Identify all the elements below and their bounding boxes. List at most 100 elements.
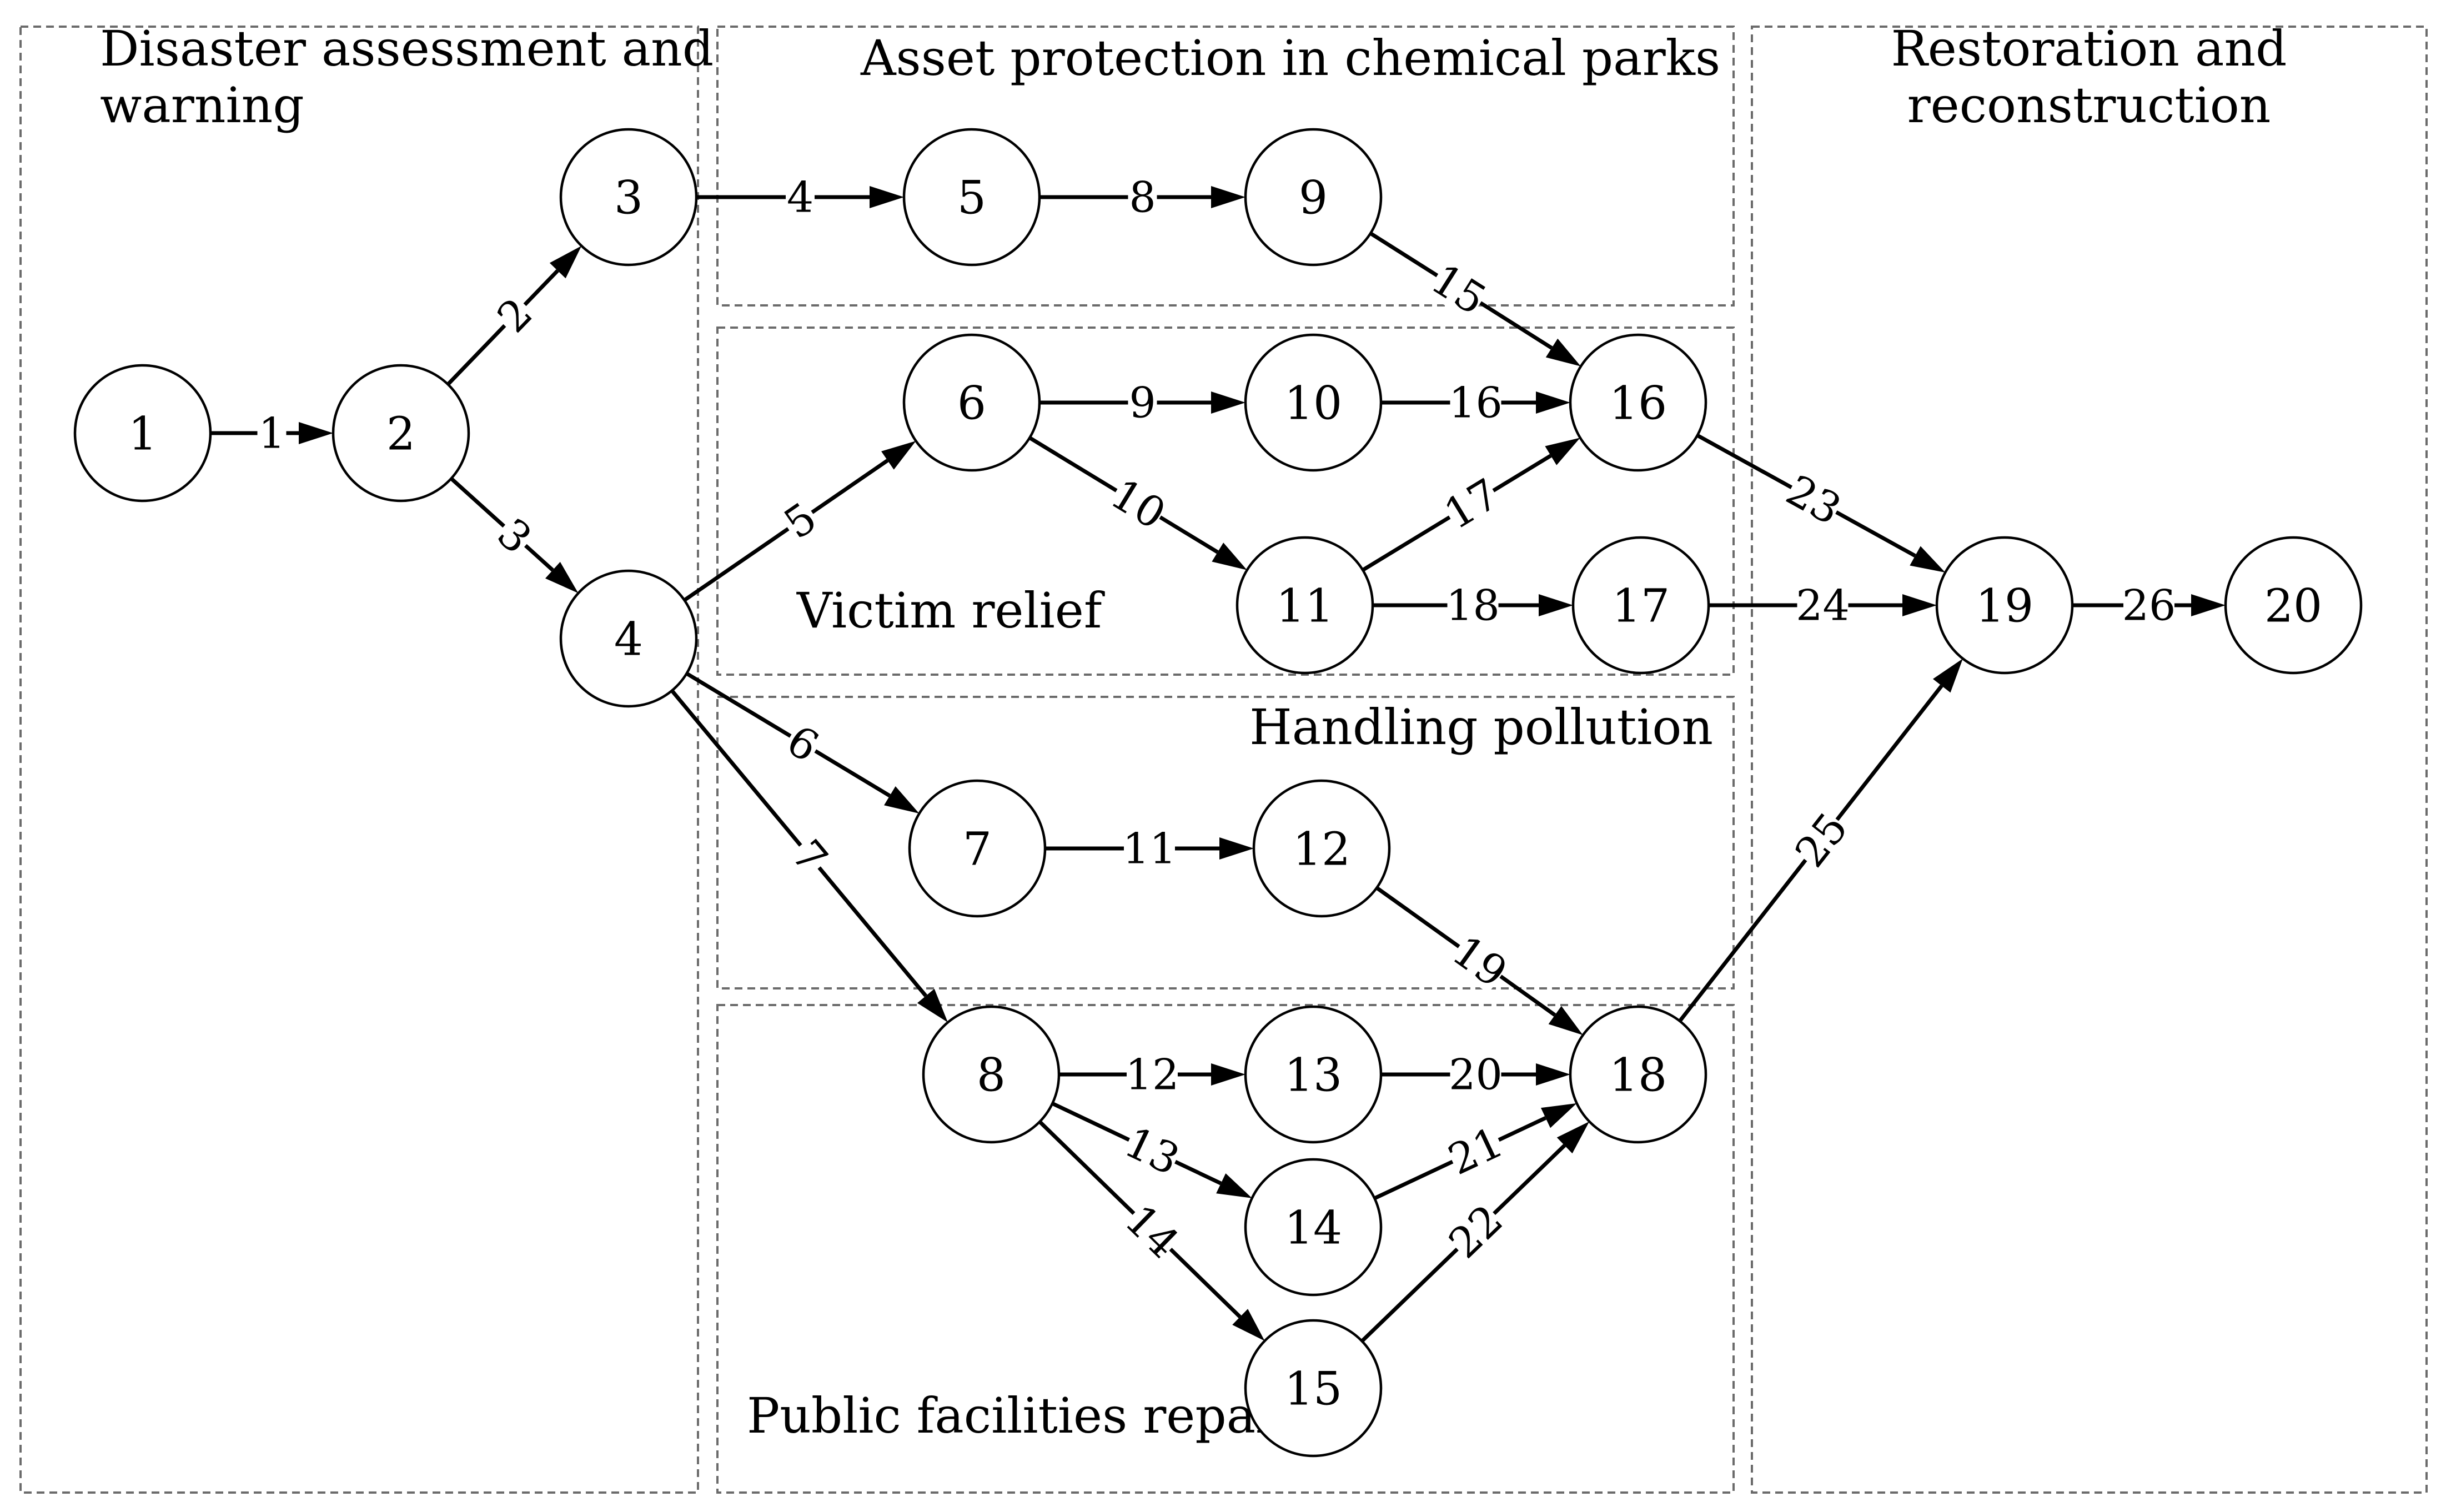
edge-14-18: 21 <box>1373 1103 1577 1200</box>
arrowhead-icon <box>549 245 582 279</box>
node-label: 7 <box>963 823 992 876</box>
edge-8-13: 12 <box>1059 1050 1245 1099</box>
node-circle <box>1244 1005 1383 1144</box>
edge-17-19: 24 <box>1709 581 1937 630</box>
arrowhead-icon <box>1545 438 1580 465</box>
edge-label-group: 11 <box>1123 824 1177 873</box>
edge-label-background <box>1443 1198 1509 1264</box>
node-circle <box>1569 1005 1707 1144</box>
node-4: 4 <box>559 569 698 708</box>
edge-7-12: 11 <box>1045 824 1254 873</box>
node-label: 1 <box>128 408 157 461</box>
node-label: 11 <box>1276 580 1334 633</box>
node-label: 19 <box>1976 580 2033 633</box>
arrowhead-icon <box>1211 391 1245 414</box>
node-label: 18 <box>1609 1049 1667 1102</box>
region-label-line: Handling pollution <box>1249 699 1713 756</box>
arrowhead-icon <box>1556 1121 1590 1154</box>
edge-label-group: 18 <box>1446 581 1500 630</box>
region-public: Public facilities repair <box>716 1004 1735 1494</box>
edge-1-2: 1 <box>210 409 333 458</box>
edge-8-14: 13 <box>1051 1102 1252 1198</box>
region-label-line: Asset protection in chemical parks <box>860 29 1720 87</box>
edge-line <box>446 269 559 386</box>
edge-label-background <box>1789 806 1854 873</box>
node-11: 11 <box>1235 536 1374 675</box>
arrowhead-icon <box>1539 594 1573 616</box>
node-label: 10 <box>1284 378 1342 430</box>
edge-label: 13 <box>1117 1117 1187 1185</box>
edge-label-group: 19 <box>1444 926 1516 997</box>
region-pollution: Handling pollution <box>716 696 1735 989</box>
edge-line <box>685 671 891 798</box>
edge-label: 18 <box>1446 581 1500 630</box>
region-label-line: reconstruction <box>1907 77 2271 134</box>
node-label: 5 <box>957 172 986 225</box>
region-asset: Asset protection in chemical parks <box>716 26 1735 307</box>
node-label: 14 <box>1284 1202 1342 1255</box>
node-circle <box>1571 536 1710 675</box>
node-label: 6 <box>957 378 986 430</box>
edge-label-group: 24 <box>1796 581 1850 630</box>
edge-line <box>683 459 889 602</box>
edge-4-6: 5 <box>683 441 916 602</box>
node-circle <box>902 128 1041 267</box>
edge-label-background <box>780 718 826 769</box>
edge-label-group: 25 <box>1785 803 1857 876</box>
arrowhead-icon <box>1216 1173 1252 1198</box>
node-label: 8 <box>977 1049 1006 1102</box>
edge-label-group: 21 <box>1441 1117 1510 1185</box>
edge-2-3: 2 <box>446 245 582 386</box>
arrowhead-icon <box>1219 837 1254 860</box>
edge-label-background <box>257 412 287 454</box>
arrowhead-icon <box>2191 594 2226 616</box>
region-border-public <box>716 1004 1735 1494</box>
node-label: 12 <box>1293 823 1350 876</box>
node-circle <box>2224 536 2363 675</box>
edge-label: 21 <box>1441 1117 1510 1185</box>
node-circle <box>1935 536 2074 675</box>
edge-label: 26 <box>2122 581 2176 630</box>
edge-label-background <box>1450 1053 1501 1096</box>
region-label-pollution: Handling pollution <box>1249 699 1713 756</box>
edge-label-group: 23 <box>1779 465 1850 535</box>
node-circle <box>908 779 1047 918</box>
node-circle <box>332 364 470 503</box>
edge-label-background <box>1450 381 1501 424</box>
edge-line <box>670 689 928 997</box>
node-label: 17 <box>1612 580 1670 633</box>
region-label-victim: Victim relief <box>796 582 1105 639</box>
node-20: 20 <box>2224 536 2363 675</box>
edge-label-group: 16 <box>1449 378 1503 428</box>
arrowhead-icon <box>881 441 916 470</box>
edge-label-background <box>1128 176 1157 218</box>
node-17: 17 <box>1571 536 1710 675</box>
arrowhead-icon <box>1232 1309 1265 1341</box>
node-label: 20 <box>2264 580 2322 633</box>
edge-label-group: 5 <box>775 493 825 549</box>
node-label: 9 <box>1299 172 1328 225</box>
arrowhead-icon <box>545 561 579 594</box>
region-label-line: Public facilities repair <box>747 1387 1295 1444</box>
region-label-line: Victim relief <box>796 582 1105 639</box>
edge-label-group: 15 <box>1423 254 1495 324</box>
edge-label-background <box>776 495 824 546</box>
edge-label-background <box>1119 1198 1186 1264</box>
arrowhead-icon <box>1211 1063 1245 1086</box>
node-2: 2 <box>332 364 470 503</box>
node-10: 10 <box>1244 333 1383 472</box>
node-circle <box>902 333 1041 472</box>
edge-label: 1 <box>258 409 285 458</box>
edge-label-background <box>1120 1121 1184 1181</box>
edge-label-background <box>1438 473 1505 535</box>
edge-5-9: 8 <box>1039 173 1245 222</box>
region-label-line: Disaster assessment and <box>100 20 714 77</box>
arrowhead-icon <box>1932 659 1963 693</box>
edge-label-background <box>786 176 815 218</box>
region-border-asset <box>716 26 1735 307</box>
